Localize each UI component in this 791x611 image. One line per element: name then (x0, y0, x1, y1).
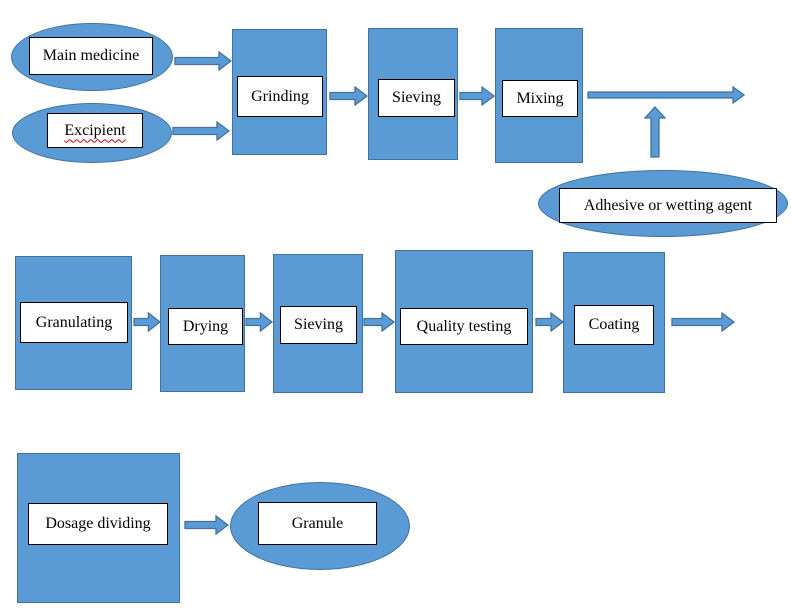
drying-text: Drying (182, 317, 229, 335)
label-coating: Coating (574, 305, 654, 345)
arrow-drying-to-sieving (245, 312, 273, 332)
dosage-dividing-text: Dosage dividing (45, 515, 151, 532)
granulating-text: Granulating (35, 313, 113, 331)
arrow-excipient-to-grinding (172, 121, 230, 141)
main-medicine-text: Main medicine (42, 47, 140, 64)
arrow-grinding-to-sieving (329, 86, 368, 106)
sieving-2-text: Sieving (294, 316, 343, 333)
label-excipient: Excipient (47, 113, 143, 148)
label-adhesive: Adhesive or wetting agent (559, 188, 777, 223)
arrow-mixing-output (587, 86, 745, 104)
arrow-coating-output (671, 312, 735, 332)
label-sieving-2: Sieving (280, 306, 357, 344)
arrow-dosage-to-granule (184, 515, 229, 535)
label-grinding: Grinding (237, 76, 323, 117)
coating-text: Coating (588, 316, 640, 333)
arrow-adhesive-up (644, 106, 666, 158)
label-granulating: Granulating (20, 302, 128, 343)
label-granule: Granule (258, 502, 377, 545)
label-mixing: Mixing (502, 80, 578, 117)
quality-testing-text: Quality testing (416, 317, 512, 335)
label-main-medicine: Main medicine (29, 37, 153, 75)
excipient-text: Excipient (64, 121, 126, 139)
label-dosage-dividing: Dosage dividing (28, 503, 168, 545)
adhesive-text: Adhesive or wetting agent (583, 196, 753, 214)
label-sieving-1: Sieving (378, 79, 455, 117)
arrow-main-medicine-to-grinding (174, 51, 232, 71)
label-drying: Drying (168, 308, 243, 345)
mixing-text: Mixing (516, 89, 564, 107)
arrow-sieving-to-mixing (459, 86, 495, 106)
arrow-quality-testing-to-coating (535, 312, 564, 332)
arrow-sieving-to-quality-testing (363, 312, 395, 332)
label-quality-testing: Quality testing (400, 308, 528, 345)
arrow-granulating-to-drying (133, 312, 161, 332)
granule-text: Granule (291, 514, 344, 532)
sieving-1-text: Sieving (392, 89, 441, 106)
grinding-text: Grinding (251, 87, 309, 105)
